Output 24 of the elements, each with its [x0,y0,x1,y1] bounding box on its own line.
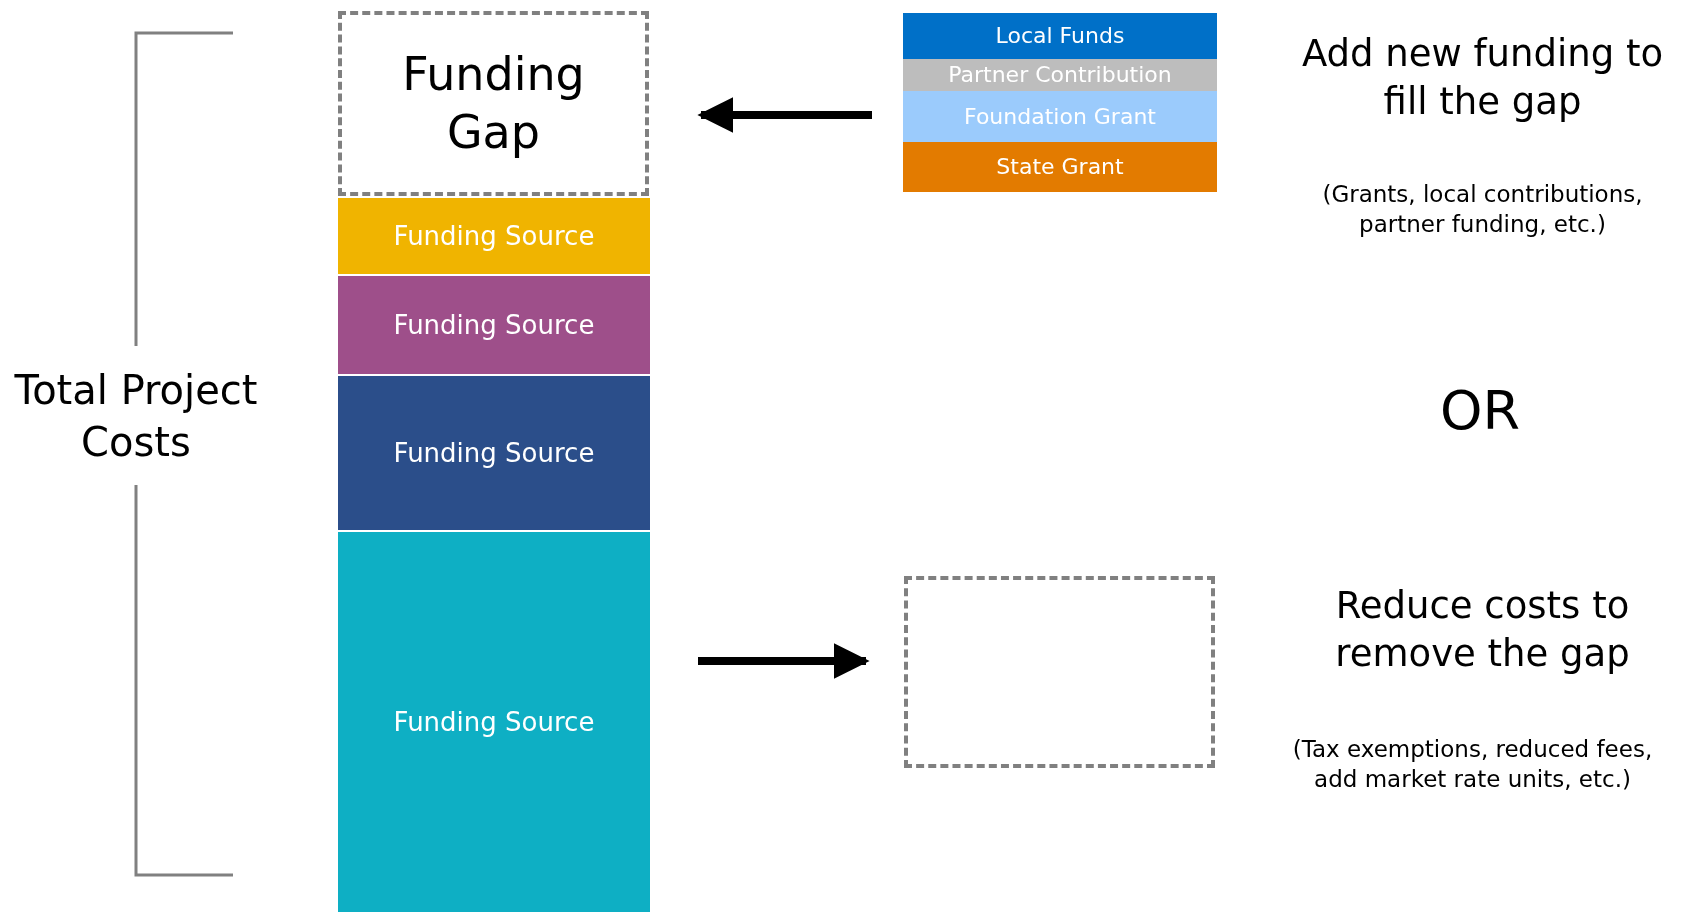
segment-label: Funding Source [392,436,596,470]
segment-label: Funding Source [392,308,596,342]
option-note: (Tax exemptions, reduced fees, add market rate units, etc.) [1291,735,1654,794]
empty-dashed-box [904,576,1215,768]
segment-label: Funding Gap [401,46,586,161]
funding-segment [338,532,650,912]
grant-segment [903,13,1217,59]
segment-label: Local Funds [994,22,1126,50]
segment-label: Foundation Grant [963,102,1157,131]
option-note: (Grants, local contributions, partner funding, etc.) [1321,180,1644,239]
funding-segment [338,276,650,374]
segment-label: Partner Contribution [947,61,1173,89]
funding-segment [338,198,650,274]
funding-segment [338,376,650,530]
grant-segment [903,59,1217,91]
axis-label: Total Project Costs [13,366,259,467]
option-heading: Reduce costs to remove the gap [1334,583,1631,678]
or-label: OR [1439,378,1521,444]
segment-label: Funding Source [392,705,596,739]
segment-label: State Grant [995,153,1125,181]
option-heading: Add new funding to fill the gap [1300,31,1665,126]
segment-label: Funding Source [392,219,596,253]
grant-segment [903,91,1217,142]
grant-segment [903,142,1217,192]
